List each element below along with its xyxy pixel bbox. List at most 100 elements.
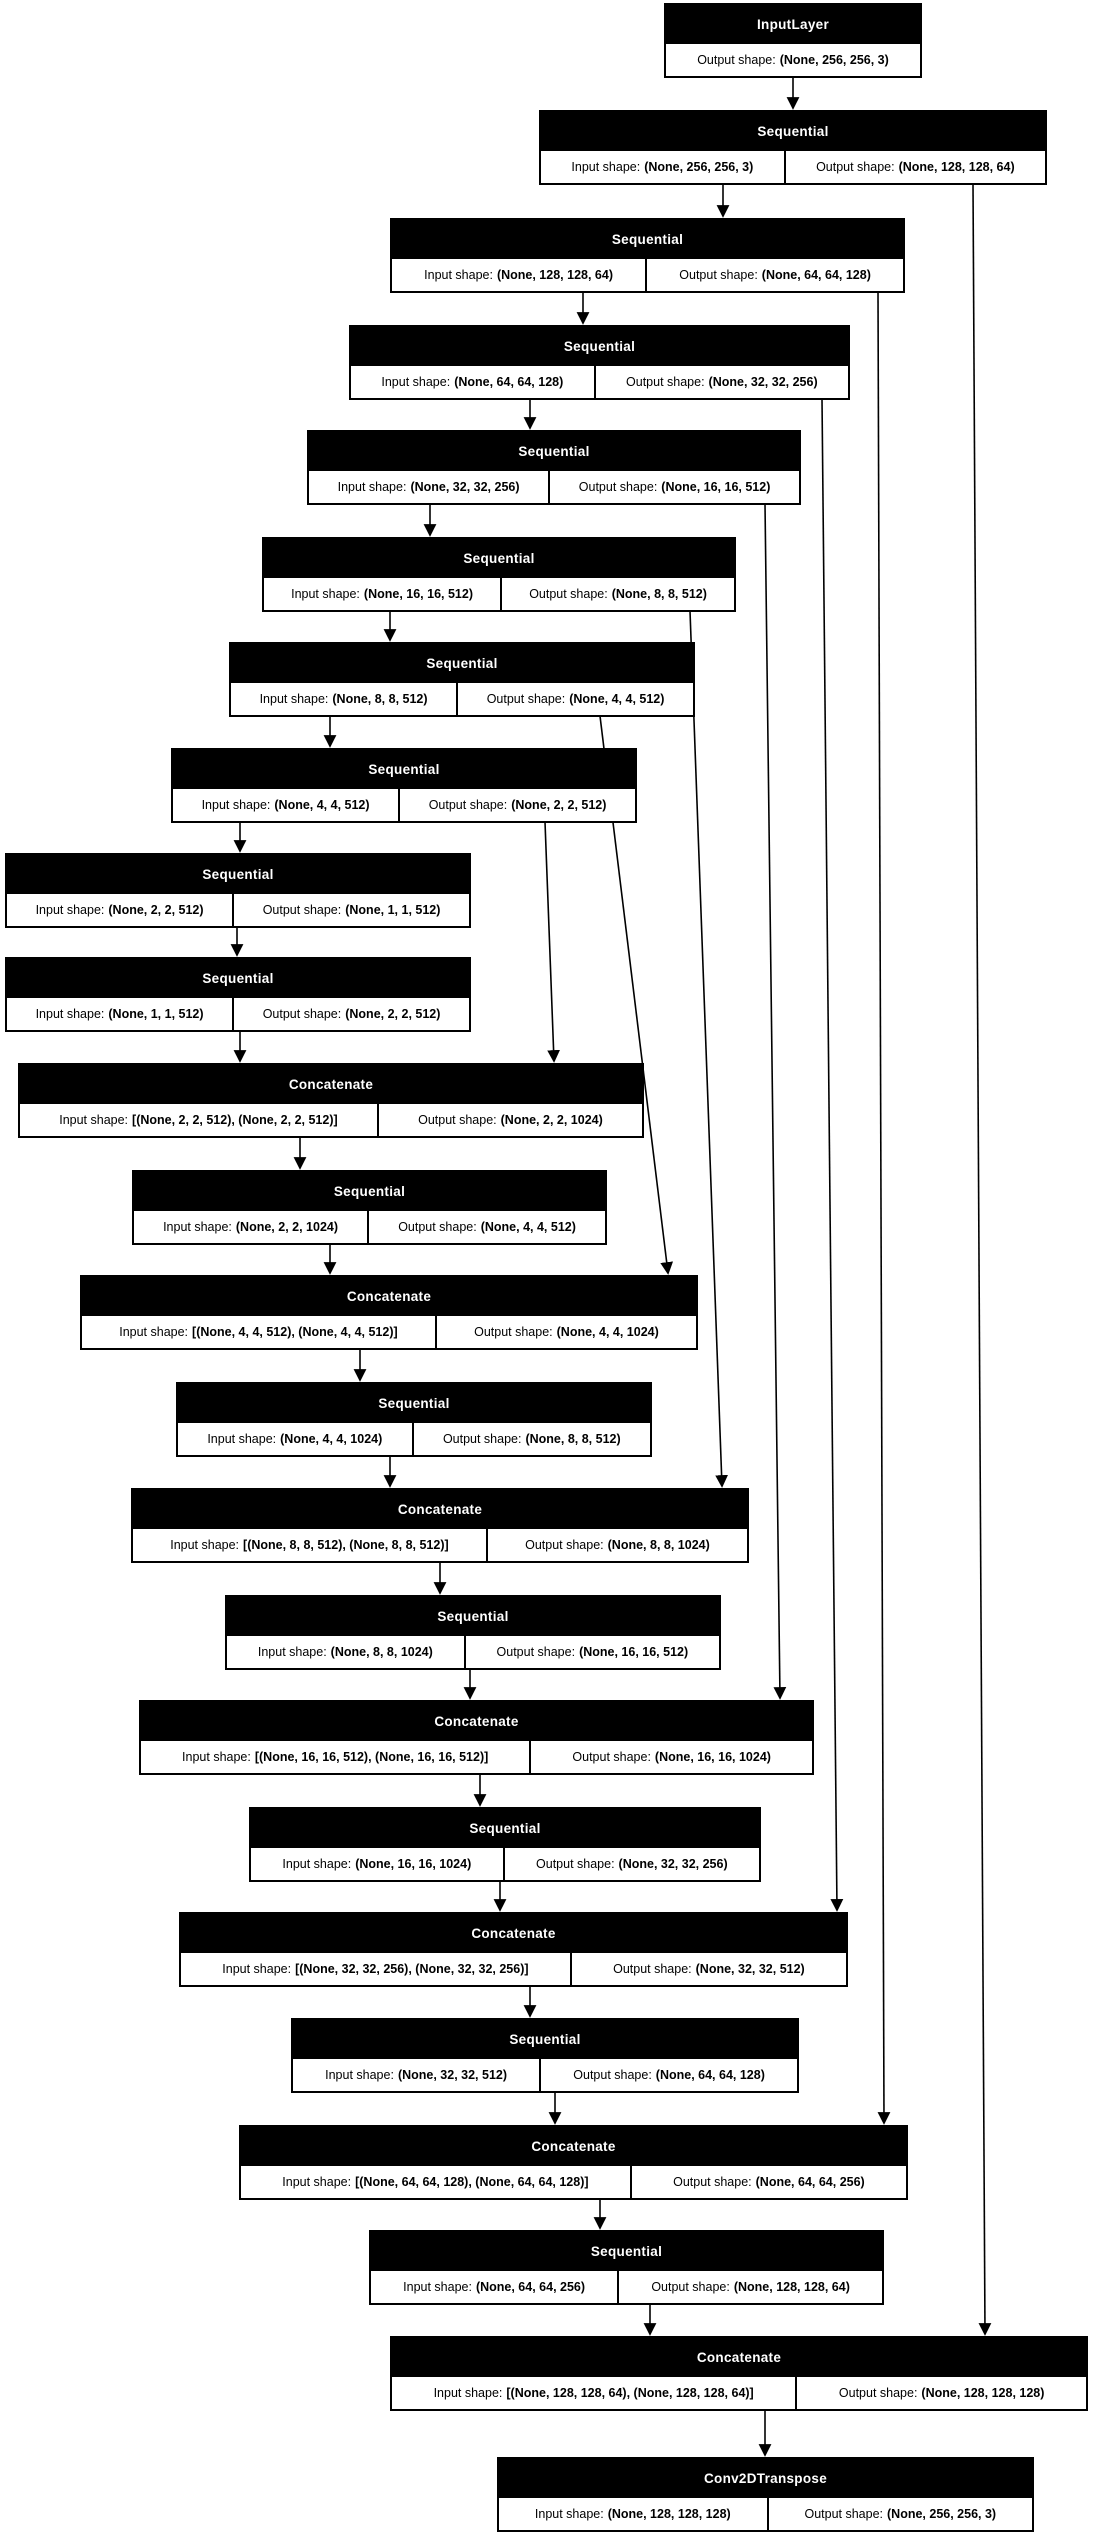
input-shape-cell: Input shape: (None, 128, 128, 128) <box>499 2498 767 2530</box>
shape-prefix-label: Output shape: <box>262 1007 342 1021</box>
input-shape-cell: Input shape: (None, 64, 64, 128) <box>351 366 594 398</box>
shape-prefix-label: Output shape: <box>398 1220 477 1234</box>
shape-value: (None, 8, 8, 512) <box>332 692 428 706</box>
layer-shapes-row: Input shape: [(None, 16, 16, 512), (None… <box>141 1741 812 1773</box>
shape-prefix-label: Input shape: <box>282 1857 352 1871</box>
shape-value: (None, 16, 16, 512) <box>661 480 771 494</box>
layer-type-label: Concatenate <box>346 1288 432 1304</box>
layer-shapes-row: Input shape: (None, 32, 32, 256) Output … <box>309 471 799 503</box>
shape-prefix-label: Output shape: <box>673 2175 752 2189</box>
layer-type-label: Sequential <box>757 123 829 139</box>
layer-shapes-row: Input shape: (None, 64, 64, 128) Output … <box>351 366 848 398</box>
output-shape-cell: Output shape: (None, 16, 16, 512) <box>463 1636 720 1668</box>
shape-prefix-label: Input shape: <box>259 692 329 706</box>
layer-node-concatenate: Concatenate Input shape: [(None, 64, 64,… <box>239 2125 908 2200</box>
input-shape-cell: Input shape: (None, 2, 2, 512) <box>7 894 233 926</box>
shape-prefix-label: Input shape: <box>534 2507 604 2521</box>
layer-shapes-row: Input shape: (None, 2, 2, 1024) Output s… <box>134 1211 605 1243</box>
output-shape-cell: Output shape: (None, 4, 4, 1024) <box>434 1316 696 1348</box>
shape-prefix-label: Output shape: <box>697 53 776 67</box>
shape-prefix-label: Output shape: <box>428 798 508 812</box>
layer-shapes-row: Input shape: [(None, 64, 64, 128), (None… <box>241 2166 907 2198</box>
layer-node-sequential: Sequential Input shape: (None, 32, 32, 2… <box>307 430 801 505</box>
shape-prefix-label: Output shape: <box>573 2068 652 2082</box>
input-shape-cell: Input shape: [(None, 8, 8, 512), (None, … <box>133 1529 486 1561</box>
shape-value: [(None, 16, 16, 512), (None, 16, 16, 512… <box>254 1750 489 1764</box>
shape-value: (None, 16, 16, 512) <box>579 1645 689 1659</box>
output-shape-cell: Output shape: (None, 32, 32, 256) <box>502 1848 760 1880</box>
shape-prefix-label: Output shape: <box>816 160 895 174</box>
layer-node-concatenate: Concatenate Input shape: [(None, 4, 4, 5… <box>80 1275 698 1350</box>
shape-value: (None, 2, 2, 1024) <box>235 1220 339 1234</box>
output-shape-cell: Output shape: (None, 64, 64, 128) <box>645 259 904 291</box>
shape-value: (None, 64, 64, 128) <box>655 2068 765 2082</box>
layer-type-label: Sequential <box>518 443 590 459</box>
layer-type-label: Concatenate <box>397 1501 483 1517</box>
output-shape-cell: Output shape: (None, 8, 8, 1024) <box>485 1529 747 1561</box>
layer-type-label: Sequential <box>333 1183 406 1199</box>
layer-shapes-row: Input shape: (None, 16, 16, 512) Output … <box>264 578 735 610</box>
skip-connection-edge <box>689 610 728 1488</box>
shape-prefix-label: Input shape: <box>59 1113 129 1127</box>
layer-node-sequential: Sequential Input shape: (None, 4, 4, 102… <box>176 1382 652 1457</box>
shape-value: (None, 64, 64, 256) <box>755 2175 865 2189</box>
layer-shapes-row: Input shape: (None, 128, 128, 64) Output… <box>392 259 904 291</box>
shape-value: (None, 64, 64, 128) <box>454 375 564 389</box>
shape-value: (None, 8, 8, 1024) <box>607 1538 710 1552</box>
input-shape-cell: Input shape: (None, 64, 64, 256) <box>371 2271 618 2303</box>
shape-prefix-label: Output shape: <box>613 1962 692 1976</box>
shape-value: (None, 128, 128, 64) <box>496 268 613 282</box>
layer-node-sequential: Sequential Input shape: (None, 64, 64, 2… <box>369 2230 884 2305</box>
shape-value: (None, 128, 128, 128) <box>921 2386 1045 2400</box>
layer-shapes-row: Input shape: [(None, 2, 2, 512), (None, … <box>20 1104 642 1136</box>
skip-connection-edge <box>764 503 787 1700</box>
shape-value: (None, 4, 4, 512) <box>274 798 370 812</box>
layer-type-label: InputLayer <box>756 16 829 32</box>
layer-shapes-row: Input shape: (None, 32, 32, 512) Output … <box>293 2059 797 2091</box>
layer-type-label: Conv2DTranspose <box>703 2470 828 2486</box>
layer-shapes-row: Input shape: [(None, 32, 32, 256), (None… <box>181 1953 847 1985</box>
layer-node-sequential: Sequential Input shape: (None, 32, 32, 5… <box>291 2018 799 2093</box>
shape-prefix-label: Input shape: <box>35 903 105 917</box>
layer-shapes-row: Output shape: (None, 256, 256, 3) <box>666 44 920 76</box>
layer-node-sequential: Sequential Input shape: (None, 8, 8, 102… <box>225 1595 721 1670</box>
shape-prefix-label: Output shape: <box>572 1750 651 1764</box>
layer-type-label: Concatenate <box>288 1076 374 1092</box>
layer-node-concatenate: Concatenate Input shape: [(None, 16, 16,… <box>139 1700 814 1775</box>
shape-value: (None, 8, 8, 512) <box>525 1432 621 1446</box>
layer-type-label: Sequential <box>611 231 684 247</box>
layer-type-label: Concatenate <box>471 1925 556 1941</box>
shape-prefix-label: Input shape: <box>163 1220 232 1234</box>
shape-prefix-label: Output shape: <box>651 2280 730 2294</box>
shape-value: (None, 128, 128, 128) <box>607 2507 731 2521</box>
shape-value: (None, 32, 32, 256) <box>410 480 520 494</box>
layer-node-sequential: Sequential Input shape: (None, 64, 64, 1… <box>349 325 850 400</box>
shape-value: (None, 256, 256, 3) <box>779 53 889 67</box>
layer-shapes-row: Input shape: (None, 1, 1, 512) Output sh… <box>7 998 469 1030</box>
output-shape-cell: Output shape: (None, 2, 2, 512) <box>398 789 635 821</box>
shape-value: (None, 16, 16, 1024) <box>355 1857 472 1871</box>
layer-node-sequential: Sequential Input shape: (None, 16, 16, 1… <box>249 1807 761 1882</box>
shape-prefix-label: Input shape: <box>424 268 493 282</box>
input-shape-cell: Input shape: (None, 16, 16, 1024) <box>251 1848 503 1880</box>
layer-type-label: Sequential <box>590 2243 663 2259</box>
shape-prefix-label: Output shape: <box>679 268 758 282</box>
shape-value: (None, 32, 32, 512) <box>695 1962 805 1976</box>
shape-value: (None, 16, 16, 1024) <box>654 1750 771 1764</box>
shape-value: (None, 1, 1, 512) <box>345 903 441 917</box>
shape-prefix-label: Input shape: <box>201 798 271 812</box>
shape-prefix-label: Input shape: <box>381 375 451 389</box>
layer-type-label: Concatenate <box>434 1713 519 1729</box>
shape-prefix-label: Input shape: <box>119 1325 189 1339</box>
input-shape-cell: Input shape: (None, 1, 1, 512) <box>7 998 233 1030</box>
output-shape-cell: Output shape: (None, 128, 128, 64) <box>783 151 1046 183</box>
layer-shapes-row: Input shape: (None, 4, 4, 1024) Output s… <box>178 1423 650 1455</box>
input-shape-cell: Input shape: [(None, 16, 16, 512), (None… <box>141 1741 530 1773</box>
shape-value: (None, 64, 64, 128) <box>761 268 871 282</box>
layer-node-sequential: Sequential Input shape: (None, 2, 2, 102… <box>132 1170 607 1245</box>
shape-value: (None, 128, 128, 64) <box>898 160 1015 174</box>
shape-value: (None, 4, 4, 512) <box>569 692 665 706</box>
output-shape-cell: Output shape: (None, 16, 16, 512) <box>548 471 799 503</box>
shape-prefix-label: Output shape: <box>486 692 566 706</box>
